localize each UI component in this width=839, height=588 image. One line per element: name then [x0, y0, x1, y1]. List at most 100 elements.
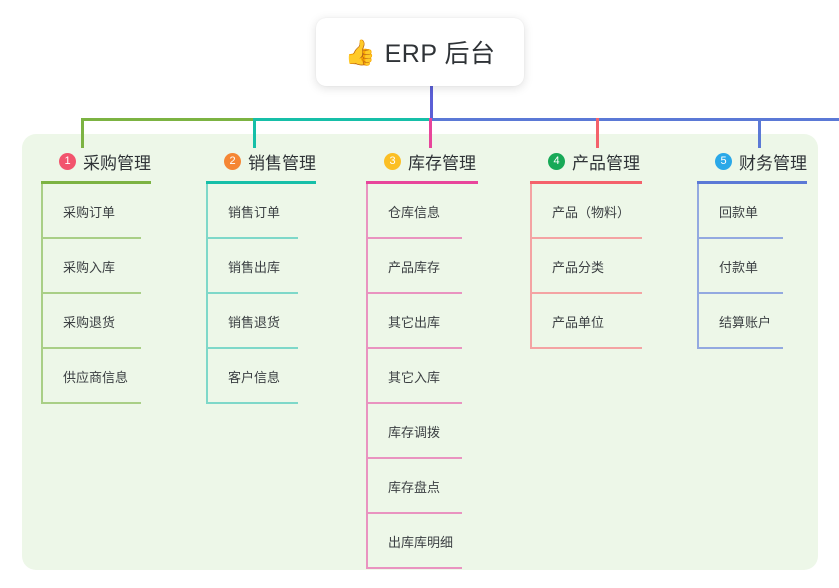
branch-title: 销售管理: [248, 153, 316, 173]
item-underline: [41, 237, 141, 239]
bus-segment-2: [253, 118, 431, 121]
branch-underline: [206, 181, 316, 184]
branch-underline: [41, 181, 151, 184]
item-underline: [41, 292, 141, 294]
branch-item[interactable]: 付款单: [697, 239, 807, 294]
branch-item[interactable]: 产品单位: [530, 294, 642, 349]
branch-item[interactable]: 出库库明细: [366, 514, 478, 569]
item-spine-line: [697, 184, 699, 239]
bus-segment-4: [431, 118, 839, 121]
item-label: 采购订单: [63, 205, 116, 220]
item-spine-line: [206, 294, 208, 349]
item-underline: [530, 347, 642, 349]
branch-item[interactable]: 销售出库: [206, 239, 316, 294]
branch-column-财务管理: 5 财务管理回款单付款单结算账户: [697, 149, 807, 349]
item-label: 产品单位: [552, 315, 605, 330]
item-label: 库存盘点: [388, 480, 441, 495]
item-label: 产品分类: [552, 260, 605, 275]
item-spine-line: [41, 349, 43, 404]
branch-header-财务管理[interactable]: 5 财务管理: [697, 149, 807, 173]
drop-line-销售管理: [253, 118, 256, 148]
item-spine-line: [41, 184, 43, 239]
item-spine-line: [206, 239, 208, 294]
item-label: 销售出库: [228, 260, 281, 275]
drop-line-采购管理: [81, 118, 84, 148]
item-underline: [697, 292, 783, 294]
branch-badge-3: 3: [384, 152, 401, 170]
item-underline: [366, 347, 462, 349]
branch-column-库存管理: 3 库存管理仓库信息产品库存其它出库其它入库库存调拨库存盘点出库库明细: [366, 149, 478, 569]
root-node[interactable]: 👍 ERP 后台: [316, 18, 524, 86]
item-underline: [366, 292, 462, 294]
branch-header-库存管理[interactable]: 3 库存管理: [366, 149, 478, 173]
item-label: 其它出库: [388, 315, 441, 330]
item-spine-line: [366, 184, 368, 239]
root-title: ERP 后台: [384, 40, 496, 68]
branch-item[interactable]: 供应商信息: [41, 349, 151, 404]
branch-item[interactable]: 采购退货: [41, 294, 151, 349]
item-spine-line: [366, 514, 368, 569]
branch-badge-1: 1: [59, 152, 76, 170]
item-spine-line: [366, 404, 368, 459]
item-label: 仓库信息: [388, 205, 441, 220]
branch-item[interactable]: 库存盘点: [366, 459, 478, 514]
branch-title: 财务管理: [739, 153, 807, 173]
item-underline: [41, 347, 141, 349]
branch-header-销售管理[interactable]: 2 销售管理: [206, 149, 316, 173]
branch-badge-5: 5: [715, 152, 732, 170]
branch-items: 回款单付款单结算账户: [697, 184, 807, 349]
branch-column-销售管理: 2 销售管理销售订单销售出库销售退货客户信息: [206, 149, 316, 404]
item-label: 客户信息: [228, 370, 281, 385]
thumbs-up-icon: 👍: [344, 37, 376, 67]
branch-item[interactable]: 销售订单: [206, 184, 316, 239]
item-spine-line: [41, 294, 43, 349]
bus-segment-1: [81, 118, 255, 121]
branch-item[interactable]: 产品分类: [530, 239, 642, 294]
branch-items: 采购订单采购入库采购退货供应商信息: [41, 184, 151, 404]
item-spine-line: [366, 294, 368, 349]
branch-item[interactable]: 回款单: [697, 184, 807, 239]
item-underline: [206, 237, 298, 239]
item-underline: [530, 237, 642, 239]
item-spine-line: [530, 294, 532, 349]
item-label: 采购入库: [63, 260, 116, 275]
branch-item[interactable]: 采购订单: [41, 184, 151, 239]
branch-underline: [366, 181, 478, 184]
branch-title: 产品管理: [572, 153, 640, 173]
item-spine-line: [206, 349, 208, 404]
branch-item[interactable]: 销售退货: [206, 294, 316, 349]
branch-item[interactable]: 其它出库: [366, 294, 478, 349]
branch-item[interactable]: 产品库存: [366, 239, 478, 294]
branch-item[interactable]: 库存调拨: [366, 404, 478, 459]
item-spine-line: [41, 239, 43, 294]
branch-item[interactable]: 客户信息: [206, 349, 316, 404]
item-underline: [206, 347, 298, 349]
branch-item[interactable]: 结算账户: [697, 294, 807, 349]
branch-item[interactable]: 产品（物料）: [530, 184, 642, 239]
branch-item[interactable]: 其它入库: [366, 349, 478, 404]
item-spine-line: [697, 239, 699, 294]
drop-line-产品管理: [596, 118, 599, 148]
item-underline: [697, 237, 783, 239]
root-stem-line: [430, 86, 433, 121]
branch-title: 库存管理: [408, 153, 476, 173]
branch-underline: [697, 181, 807, 184]
item-underline: [366, 512, 462, 514]
drop-line-库存管理: [429, 118, 432, 148]
item-label: 付款单: [719, 260, 759, 275]
item-underline: [366, 457, 462, 459]
item-label: 其它入库: [388, 370, 441, 385]
item-spine-line: [366, 239, 368, 294]
item-spine-line: [206, 184, 208, 239]
branch-item[interactable]: 采购入库: [41, 239, 151, 294]
branch-badge-2: 2: [224, 152, 241, 170]
item-underline: [41, 402, 141, 404]
branches-panel: [22, 134, 818, 570]
item-spine-line: [530, 184, 532, 239]
branch-item[interactable]: 仓库信息: [366, 184, 478, 239]
